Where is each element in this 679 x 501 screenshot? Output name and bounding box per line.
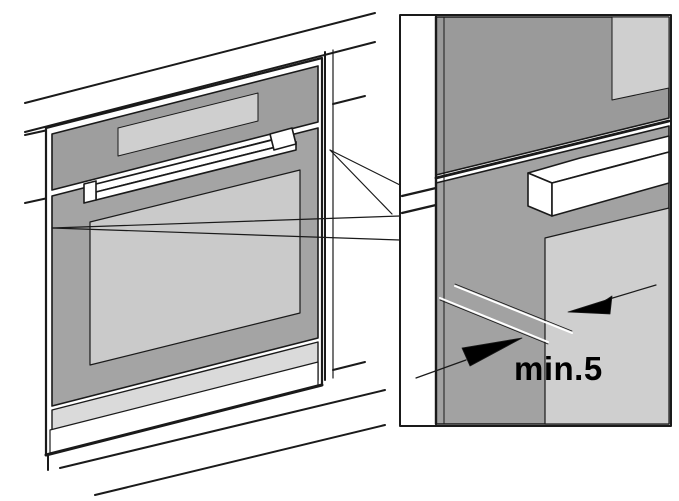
gap-line-upper (454, 285, 573, 334)
arrow-lower-head (461, 337, 523, 367)
cabinet-right-shelf (332, 361, 366, 371)
callout-line-4 (329, 149, 393, 215)
handle-end-left (83, 180, 97, 204)
plinth-line-top (59, 389, 386, 469)
callout-line-3 (329, 149, 401, 186)
double-inward-arrow-icon (415, 284, 657, 379)
min-gap-dimension-label: min.5 (514, 350, 603, 387)
control-panel-display (117, 92, 259, 157)
worktop-line-top (24, 12, 376, 104)
worktop-line-bottom (24, 41, 376, 133)
door-window (89, 169, 301, 366)
cabinet-left-ledge (24, 197, 49, 204)
arrow-upper-leader (605, 284, 657, 301)
arrow-lower-leader (415, 359, 467, 379)
callout-line-2 (51, 215, 401, 229)
detail-door-window (544, 207, 670, 425)
detail-handle (527, 135, 670, 217)
gap-line-lower (439, 297, 549, 343)
door-bottom-edge (44, 383, 324, 457)
cabinet-left-edge-top (24, 129, 49, 136)
detail-panel-gap (434, 119, 671, 180)
detail-view (399, 14, 672, 427)
arrow-upper-head (567, 295, 613, 315)
gap-line-upper-dark (454, 283, 573, 332)
detail-handle-front (551, 151, 670, 217)
plinth-line-bottom (94, 424, 386, 496)
cabinet-right-shelf-top (332, 95, 366, 105)
gap-line-lower-dark (439, 299, 549, 345)
handle-end-right (269, 127, 297, 151)
detail-cabinet-edge-2 (400, 203, 438, 215)
detail-cabinet-edge (400, 186, 438, 198)
lower-panel (49, 361, 319, 454)
callout-line-1 (51, 227, 401, 241)
main-view (24, 12, 401, 496)
detail-display (611, 16, 670, 101)
oven-handle (83, 127, 297, 204)
